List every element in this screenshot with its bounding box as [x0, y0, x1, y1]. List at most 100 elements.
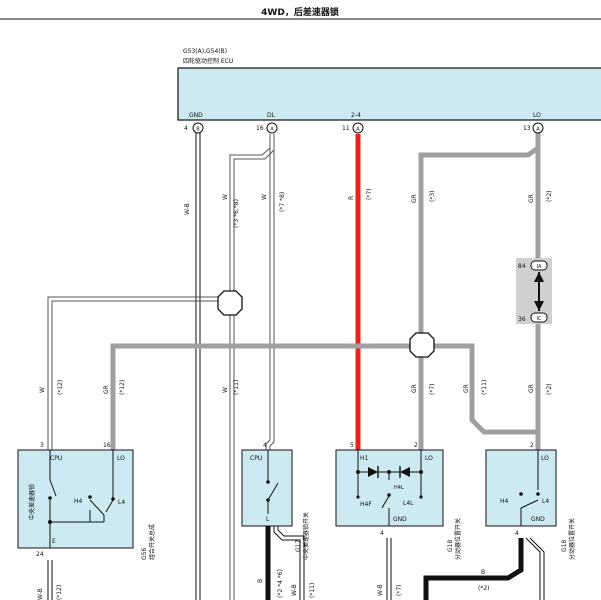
label-gr-left-color: GR: [103, 385, 110, 394]
ecu-pin-num-gnd: 4: [184, 125, 188, 132]
g18a-contact-h4f: [356, 495, 360, 499]
g18a-name: 分动器位置开关: [454, 518, 462, 560]
label-b-bot-color: B: [257, 579, 264, 583]
ecu-pin-name-lo: LO: [533, 112, 541, 119]
splice-top-num: 84: [518, 263, 526, 270]
g18a-label-gnd: GND: [393, 516, 407, 523]
label-w-left-note: (*12): [57, 380, 64, 395]
g56-label-cpu: CPU: [50, 455, 62, 462]
label-gr-m3-note: (*2): [546, 384, 553, 396]
wire-bottom-g17: [265, 526, 305, 600]
g18b-id: G18: [561, 540, 568, 552]
g18b-pin-num-4: 4: [515, 530, 519, 537]
wire-bottom-left: [47, 560, 53, 600]
label-wb-bot1-note: (*12): [56, 585, 63, 600]
g17-label-l: L: [266, 516, 270, 523]
g56-contact-dot-1: [48, 496, 52, 500]
g17-switch-icon: [267, 450, 279, 514]
label-gr-m1-note: (*7): [429, 384, 436, 396]
g17-name: 中央差速器锁开关: [302, 512, 310, 560]
ecu-pin-num-24: 11: [342, 125, 350, 132]
g18b-switch-icon: [520, 450, 539, 526]
label-gr3-note: (*3): [429, 191, 436, 203]
component-g56: 3 16 CPU LO H4 L4 E 中央差速器锁 24 G56 组合开关总成: [17, 442, 156, 560]
wire-w-left: [47, 296, 234, 450]
ecu-pin-name-24: 2-4: [351, 112, 361, 119]
label-gr-left-note: (*12): [119, 380, 126, 395]
label-dl-b-color: W: [261, 194, 268, 200]
g18a-label-h4l: H4L: [394, 485, 404, 491]
g56-label-lo: LO: [117, 455, 125, 462]
g18a-label-l4l: L4L: [403, 500, 414, 507]
wire-gr: [110, 133, 541, 450]
g18b-label-l4: L4: [542, 498, 549, 505]
g17-contact-dot-2: [266, 498, 270, 502]
g18b-contact-dot-1: [536, 492, 540, 496]
splice-bottom-conn-shape: [530, 312, 548, 323]
g56-name: 组合开关总成: [148, 524, 156, 560]
label-gr-m2-color: GR: [463, 384, 470, 393]
g18a-contact-dot: [387, 493, 391, 497]
g56-label-h4: H4: [74, 498, 83, 505]
g17-box: [241, 449, 293, 527]
g56-id: G56: [141, 548, 148, 560]
ecu-pin-num-dl: 16: [256, 125, 264, 132]
label-lo-note: (*2): [546, 191, 553, 203]
g18b-label-lo: LO: [541, 455, 549, 462]
label-s24-color: R: [348, 196, 355, 200]
label-s24-note: (*7): [366, 189, 373, 201]
g56-pin-num-16: 16: [103, 442, 111, 449]
g17-contact-dot-1: [266, 480, 270, 484]
label-gr-m2-note: (*11): [481, 380, 488, 395]
wire-labels-upper: W-B W (*3 *6,*8) W (*7 *8) R (*7) GR (*3…: [184, 189, 553, 229]
label-dl-a-color: W: [222, 194, 229, 200]
g56-junction-dot: [48, 520, 52, 524]
ecu-pin-num-lo: 13: [523, 125, 531, 132]
label-b-bot2-note: (*2): [478, 585, 490, 592]
label-wb-bot3-color: W-B: [377, 584, 384, 596]
g18a-label-h4f: H4F: [360, 501, 372, 508]
g56-pin-num-3: 3: [40, 442, 44, 449]
splice-arrow-icon: [534, 272, 544, 311]
splice-bottom-num: 36: [518, 316, 526, 323]
label-wb-bot3-note: (*7): [396, 585, 403, 597]
g18b-label-h4: H4: [500, 498, 509, 505]
g56-label-e: E: [52, 538, 56, 545]
label-w-left-color: W: [39, 387, 46, 393]
ecu-name: 四轮驱动控制 ECU: [183, 57, 233, 65]
diagram-title: 4WD，后差速器锁: [261, 6, 339, 18]
label-wb-bot2-color: W-B: [291, 584, 298, 596]
label-gr-m1-color: GR: [411, 384, 418, 393]
g56-side-label: 中央差速器锁: [28, 484, 36, 520]
label-gr-m3-color: GR: [528, 384, 535, 393]
ecu-pin-name-dl: DL: [267, 112, 276, 119]
g17-pin-num-4: 4: [263, 442, 267, 449]
g17-id: G17: [295, 540, 302, 552]
label-w-mid-note: (*11): [233, 380, 240, 395]
ecu-pin-conn-dl: A: [270, 127, 274, 133]
ecu-id-label: G53(A),G54(B): [183, 48, 227, 55]
g18a-junction-dot-mid: [387, 470, 391, 474]
g18a-junction-dot-right: [419, 470, 423, 474]
component-g18-b: 2 LO H4 L4 GND 4 G18 分动器位置开关: [485, 442, 576, 560]
g18a-label-h1: H1: [360, 455, 369, 462]
junction-right-octagon: [409, 332, 435, 358]
label-lo-color: GR: [528, 194, 535, 203]
component-g17: 4 CPU L G17 中央差速器锁开关: [241, 442, 310, 560]
g18a-label-lo: LO: [425, 455, 433, 462]
g18a-pin-num-2: 2: [414, 442, 418, 449]
junction-left-octagon: [217, 290, 243, 316]
g56-contact-dot-2: [88, 495, 92, 499]
g18a-pin-num-4: 4: [380, 530, 384, 537]
wire-labels-middle: W (*12) GR (*12) W (*11) GR (*7) GR (*11…: [39, 380, 553, 395]
splice-top-conn-shape: [530, 260, 548, 271]
ecu-pin-conn-gnd: B: [196, 127, 200, 133]
wire-bottom-g18a: [386, 538, 392, 600]
g18b-contact-dot-2: [519, 492, 523, 496]
splice-top-conn: IA: [537, 264, 542, 270]
wire-bottom-g18b: [423, 537, 545, 600]
splice-bottom-conn: IC: [537, 316, 542, 322]
g18a-id: G18: [447, 540, 454, 552]
ecu-box: [177, 67, 601, 121]
